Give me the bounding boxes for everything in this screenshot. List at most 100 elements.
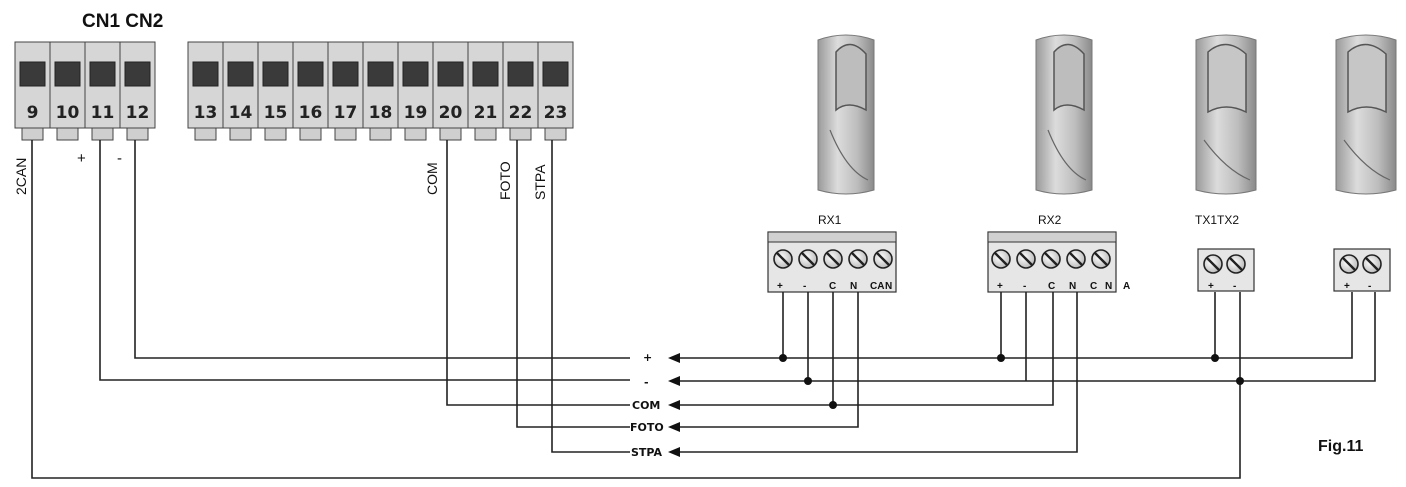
wire-stpa bbox=[551, 140, 630, 453]
rx2-pin-n2: N bbox=[1105, 281, 1112, 292]
cn2-terminal: 23 bbox=[537, 41, 574, 141]
junction-dot bbox=[804, 377, 812, 385]
cn2-terminal-number: 14 bbox=[229, 103, 253, 123]
rx1-pin-n2: N bbox=[885, 281, 892, 292]
cn2-terminal-number: 19 bbox=[404, 103, 428, 123]
tx1-pin-minus: - bbox=[1233, 281, 1236, 292]
arrow-left-icon bbox=[668, 422, 680, 432]
wire-label-foto: FOTO bbox=[497, 161, 513, 200]
cn2-terminal: 21 bbox=[467, 41, 504, 141]
rx2-pin-c: C bbox=[1048, 281, 1055, 292]
cn1-terminal-block: 9 10 11 12 bbox=[14, 41, 156, 141]
arrow-left-icon bbox=[668, 447, 680, 457]
screw-terminal bbox=[823, 249, 843, 269]
cn2-terminal-number: 15 bbox=[264, 103, 288, 123]
screw-terminal bbox=[798, 249, 818, 269]
cn2-terminal-number: 13 bbox=[194, 103, 218, 123]
cn2-terminal: 19 bbox=[397, 41, 434, 141]
connector-header: CN1 CN2 bbox=[82, 11, 163, 32]
wire-label-com: COM bbox=[424, 162, 440, 195]
tx2-pin-plus: + bbox=[1344, 281, 1350, 292]
bus-minus bbox=[676, 292, 1376, 382]
cn2-terminal: 15 bbox=[257, 41, 294, 141]
cn2-terminal: 14 bbox=[222, 41, 259, 141]
rx1-pin-n: N bbox=[850, 281, 857, 292]
screw-terminal bbox=[1226, 254, 1246, 274]
cn2-terminal-number: 18 bbox=[369, 103, 393, 123]
bus-label-stpa: STPA bbox=[631, 446, 662, 459]
cn1-terminal-number: 11 bbox=[91, 103, 115, 123]
screw-terminal bbox=[1339, 254, 1359, 274]
rx2-pin-c2: C bbox=[1090, 281, 1097, 292]
wiring bbox=[31, 140, 1376, 479]
screw-terminal bbox=[1066, 249, 1086, 269]
rx1-terminal-strip: + - C N CA N bbox=[767, 231, 897, 293]
device-label-rx1: RX1 bbox=[818, 213, 842, 227]
screw-terminal bbox=[773, 249, 793, 269]
cn2-terminal-number: 17 bbox=[334, 103, 358, 123]
cn2-terminal-number: 23 bbox=[544, 103, 568, 123]
cn2-terminal: 17 bbox=[327, 41, 364, 141]
tx1-terminal-strip: + - bbox=[1197, 248, 1255, 292]
tx1-pin-plus: + bbox=[1208, 281, 1214, 292]
cn1-terminal-number: 9 bbox=[27, 103, 39, 123]
cn2-terminal: 18 bbox=[362, 41, 399, 141]
bus-label-foto: FOTO bbox=[630, 421, 664, 434]
junction-dot bbox=[997, 354, 1005, 362]
cn2-terminal-number: 22 bbox=[509, 103, 533, 123]
arrow-left-icon bbox=[668, 353, 680, 363]
device-label-rx2: RX2 bbox=[1038, 213, 1062, 227]
screw-terminal bbox=[848, 249, 868, 269]
rx1-pin-ca: CA bbox=[870, 281, 884, 292]
cn1-terminal: 11 bbox=[84, 41, 121, 141]
bus-stpa bbox=[676, 292, 1078, 453]
cn1-terminal-number: 10 bbox=[56, 103, 80, 123]
bus-label-minus: - bbox=[644, 376, 649, 389]
rx2-pin-a: A bbox=[1123, 281, 1130, 292]
cn2-terminal-number: 16 bbox=[299, 103, 323, 123]
cn1-terminal: 10 bbox=[49, 41, 86, 141]
cn2-terminal: 16 bbox=[292, 41, 329, 141]
rx1-pin-plus: + bbox=[777, 281, 783, 292]
cn1-terminal: 9 bbox=[14, 41, 51, 141]
cn2-terminal: 20 bbox=[432, 41, 469, 141]
rx2-pin-plus: + bbox=[997, 281, 1003, 292]
figure-label: Fig.11 bbox=[1318, 438, 1363, 455]
rx2-pin-n: N bbox=[1069, 281, 1076, 292]
rx2-terminal-strip: + - C N C N A bbox=[987, 231, 1130, 293]
screw-terminal bbox=[1041, 249, 1061, 269]
junction-dot bbox=[1211, 354, 1219, 362]
wire-plus-12-side bbox=[99, 140, 630, 381]
screw-terminal bbox=[1091, 249, 1111, 269]
wire-com bbox=[446, 140, 630, 406]
rx1-pin-c: C bbox=[829, 281, 836, 292]
wire-label-2can: 2CAN bbox=[13, 158, 29, 195]
tx2-terminal-strip: + - bbox=[1333, 248, 1391, 292]
screw-terminal bbox=[1016, 249, 1036, 269]
cn2-terminal: 13 bbox=[187, 41, 224, 141]
screw-terminal bbox=[991, 249, 1011, 269]
rx1-pin-minus: - bbox=[803, 281, 806, 292]
photocell-tx1 bbox=[1195, 34, 1257, 195]
bus-foto bbox=[676, 292, 859, 428]
bus-com bbox=[676, 292, 1054, 406]
cn1-terminal: 12 bbox=[119, 41, 156, 141]
wire-label-plus: + bbox=[77, 150, 86, 167]
wire-minus-side bbox=[134, 140, 630, 359]
cn2-terminal-number: 21 bbox=[474, 103, 498, 123]
photocell-rx2 bbox=[1035, 34, 1093, 195]
arrow-left-icon bbox=[668, 400, 680, 410]
wire-2can bbox=[31, 140, 1241, 479]
bus-label-plus: + bbox=[643, 351, 652, 364]
cn2-terminal: 22 bbox=[502, 41, 539, 141]
junction-dot bbox=[829, 401, 837, 409]
rx2-pin-minus: - bbox=[1023, 281, 1026, 292]
cn1-terminal-number: 12 bbox=[126, 103, 150, 123]
arrow-left-icon bbox=[668, 376, 680, 386]
bus-label-com: COM bbox=[632, 399, 660, 412]
wire-foto bbox=[516, 140, 630, 428]
tx2-pin-minus: - bbox=[1368, 281, 1371, 292]
screw-terminal bbox=[873, 249, 893, 269]
